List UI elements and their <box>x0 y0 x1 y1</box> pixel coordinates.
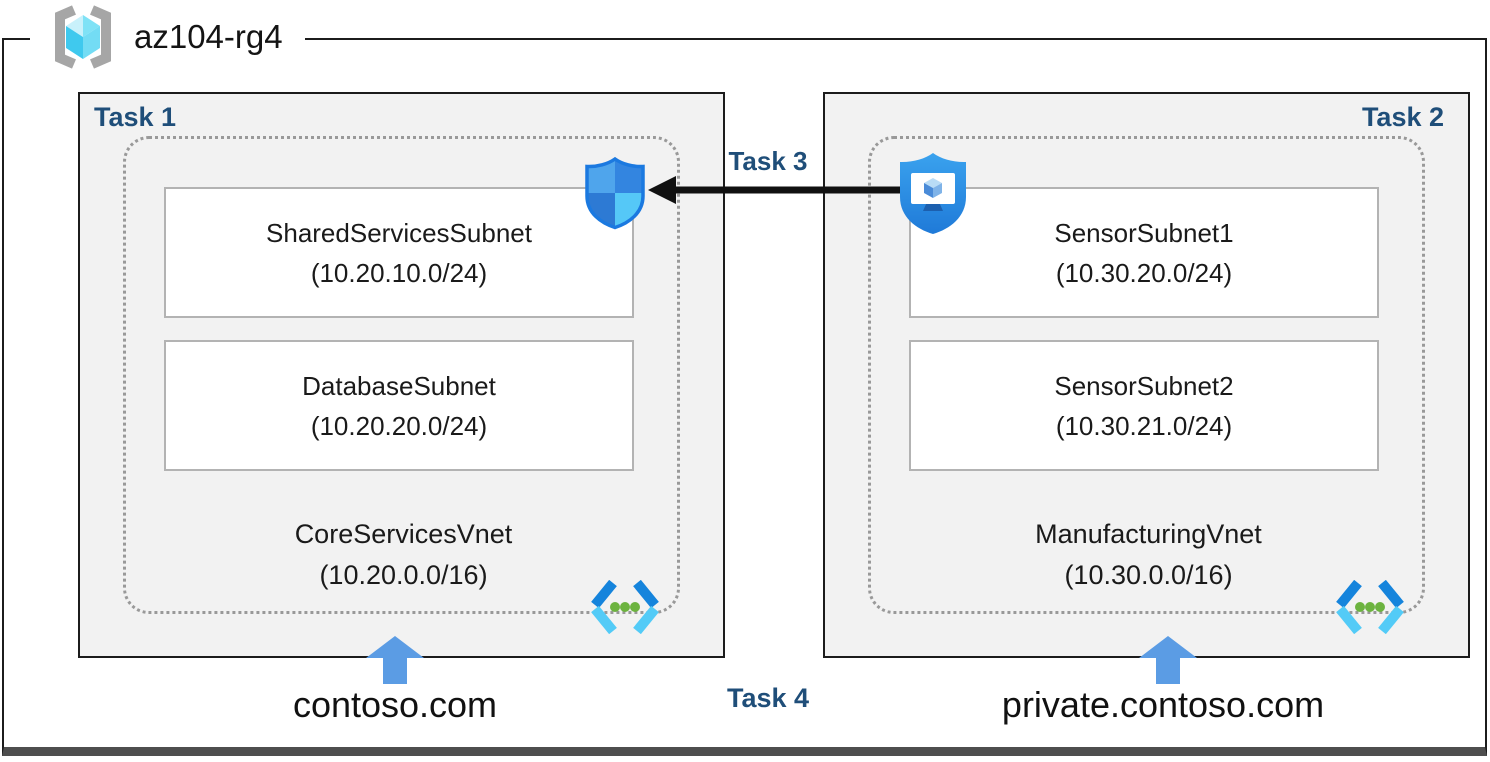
subnet-name: SensorSubnet2 <box>1054 370 1234 401</box>
subnet-cidr: (10.20.10.0/24) <box>310 257 488 288</box>
task2-label: Task 2 <box>1361 102 1444 132</box>
task2-panel: Task 2 SensorSubnet1 (10.30.20.0/24) Sen… <box>823 92 1470 658</box>
up-arrow-icon <box>1139 636 1197 684</box>
vnet-cidr: (10.20.0.0/16) <box>319 560 488 590</box>
subnet-cidr: (10.20.20.0/24) <box>310 410 488 441</box>
manufacturing-vnet-boundary <box>868 136 1425 614</box>
subnet-name: DatabaseSubnet <box>302 370 496 401</box>
core-services-vnet-boundary <box>123 136 680 614</box>
subnet-name: SharedServicesSubnet <box>266 217 532 248</box>
sensor-subnet2-box: SensorSubnet2 (10.30.21.0/24) <box>909 340 1379 471</box>
contoso-domain-label: contoso.com <box>292 684 498 725</box>
nsg-shield-icon <box>585 156 645 230</box>
asg-shield-icon <box>900 153 966 234</box>
vnet-name: ManufacturingVnet <box>1035 519 1262 549</box>
up-arrow-icon <box>366 636 424 684</box>
subnet-name: SensorSubnet1 <box>1054 217 1234 248</box>
vnet-cidr: (10.30.0.0/16) <box>1064 560 1233 590</box>
database-subnet-box: DatabaseSubnet (10.20.20.0/24) <box>164 340 634 471</box>
shared-services-subnet-box: SharedServicesSubnet (10.20.10.0/24) <box>164 187 634 318</box>
resource-group-name: az104-rg4 <box>134 18 283 55</box>
core-services-vnet-label: CoreServicesVnet (10.20.0.0/16) <box>140 514 667 596</box>
task1-label: Task 1 <box>94 102 177 132</box>
subnet-cidr: (10.30.20.0/24) <box>1055 257 1233 288</box>
vnet-name: CoreServicesVnet <box>294 519 513 549</box>
task4-label: Task 4 <box>726 683 810 713</box>
manufacturing-vnet-label: ManufacturingVnet (10.30.0.0/16) <box>885 514 1412 596</box>
sensor-subnet1-box: SensorSubnet1 (10.30.20.0/24) <box>909 187 1379 318</box>
peering-arrow-icon <box>648 176 902 204</box>
task3-label: Task 3 <box>728 146 808 176</box>
resource-group-frame <box>2 38 1487 756</box>
resource-group-icon <box>55 5 111 69</box>
virtual-network-icon <box>1336 580 1404 634</box>
resource-group-header: az104-rg4 <box>30 2 305 72</box>
private-contoso-domain-label: private.contoso.com <box>1001 684 1325 725</box>
virtual-network-icon <box>591 580 659 634</box>
subnet-cidr: (10.30.21.0/24) <box>1055 410 1233 441</box>
